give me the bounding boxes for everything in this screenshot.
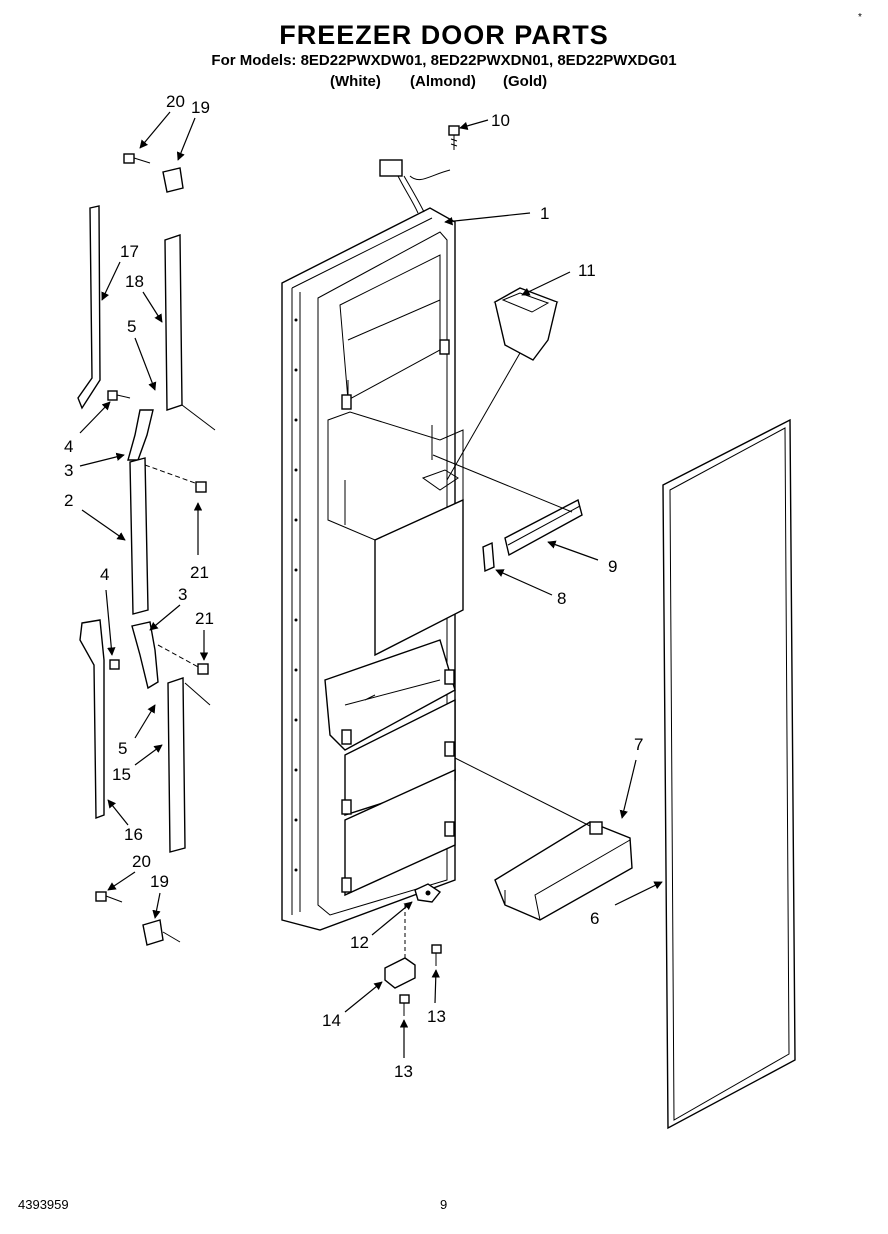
part-8-clip xyxy=(482,541,495,573)
callout-17: 17 xyxy=(120,242,139,261)
flange-holes xyxy=(294,318,298,872)
callout-6: 6 xyxy=(590,909,599,928)
callout-20-bottom: 20 xyxy=(132,852,151,871)
callout-13-lower: 13 xyxy=(394,1062,413,1081)
model-numbers: For Models: 8ED22PWXDW01, 8ED22PWXDN01, … xyxy=(211,52,677,69)
callout-20-top: 20 xyxy=(166,92,185,111)
hinge-3-lower xyxy=(131,621,201,690)
callout-14: 14 xyxy=(322,1011,341,1030)
seal-strip-2 xyxy=(129,457,149,615)
screw-21-upper xyxy=(195,481,207,493)
variant-almond: (Almond) xyxy=(410,73,476,90)
screw-13-a xyxy=(431,944,442,966)
callout-3-upper: 3 xyxy=(64,461,73,480)
top-screw-20 xyxy=(123,153,151,164)
wire-harness xyxy=(379,159,451,214)
hinge-trim-17 xyxy=(77,205,101,410)
trim-strip-16 xyxy=(79,619,105,820)
callout-5-upper: 5 xyxy=(127,317,136,336)
callout-4-upper: 4 xyxy=(64,437,73,456)
hinge-trim-18 xyxy=(164,234,216,431)
screw-4-lower xyxy=(109,659,120,670)
callout-9: 9 xyxy=(608,557,617,576)
hinge-bracket-12 xyxy=(414,883,442,903)
callout-3-lower: 3 xyxy=(178,585,187,604)
callout-19-top: 19 xyxy=(191,98,210,117)
page-number: 9 xyxy=(440,1197,448,1212)
callout-13-upper: 13 xyxy=(427,1007,446,1026)
screw-4-upper xyxy=(107,390,131,401)
part-7-bracket xyxy=(454,757,633,921)
callout-18: 18 xyxy=(125,272,144,291)
bottom-cap-19 xyxy=(142,919,181,946)
door-gasket-6 xyxy=(662,418,796,1130)
page-title: FREEZER DOOR PARTS xyxy=(279,20,609,50)
callout-4-lower: 4 xyxy=(100,565,109,584)
callout-1: 1 xyxy=(540,204,549,223)
callout-16: 16 xyxy=(124,825,143,844)
callout-5-lower: 5 xyxy=(118,739,127,758)
part-9-bar xyxy=(432,454,583,557)
top-cap-19 xyxy=(162,167,184,193)
variant-gold: (Gold) xyxy=(503,73,548,90)
callout-21-lower: 21 xyxy=(195,609,214,628)
callout-7: 7 xyxy=(634,735,643,754)
callout-21-upper: 21 xyxy=(190,563,209,582)
callout-labels: 20 19 17 18 5 4 3 2 21 4 3 21 5 15 16 20… xyxy=(64,92,643,1081)
trim-strip-15 xyxy=(167,677,211,853)
freezer-door-panel xyxy=(281,207,464,931)
hinge-block-14 xyxy=(384,957,416,989)
callout-19-bottom: 19 xyxy=(150,872,169,891)
callout-15: 15 xyxy=(112,765,131,784)
screw-21-lower xyxy=(197,663,209,675)
callout-10: 10 xyxy=(491,111,510,130)
callout-8: 8 xyxy=(557,589,566,608)
document-number: 4393959 xyxy=(18,1197,69,1212)
screw-10 xyxy=(448,125,460,150)
screw-13-b xyxy=(399,994,410,1016)
callout-2: 2 xyxy=(64,491,73,510)
ice-chute-11 xyxy=(446,287,559,481)
leader-lines xyxy=(79,111,663,1058)
callout-12: 12 xyxy=(350,933,369,952)
corner-mark: * xyxy=(858,12,862,23)
variant-white: (White) xyxy=(330,73,381,90)
bottom-screw-20 xyxy=(95,891,123,903)
callout-11: 11 xyxy=(578,261,596,280)
